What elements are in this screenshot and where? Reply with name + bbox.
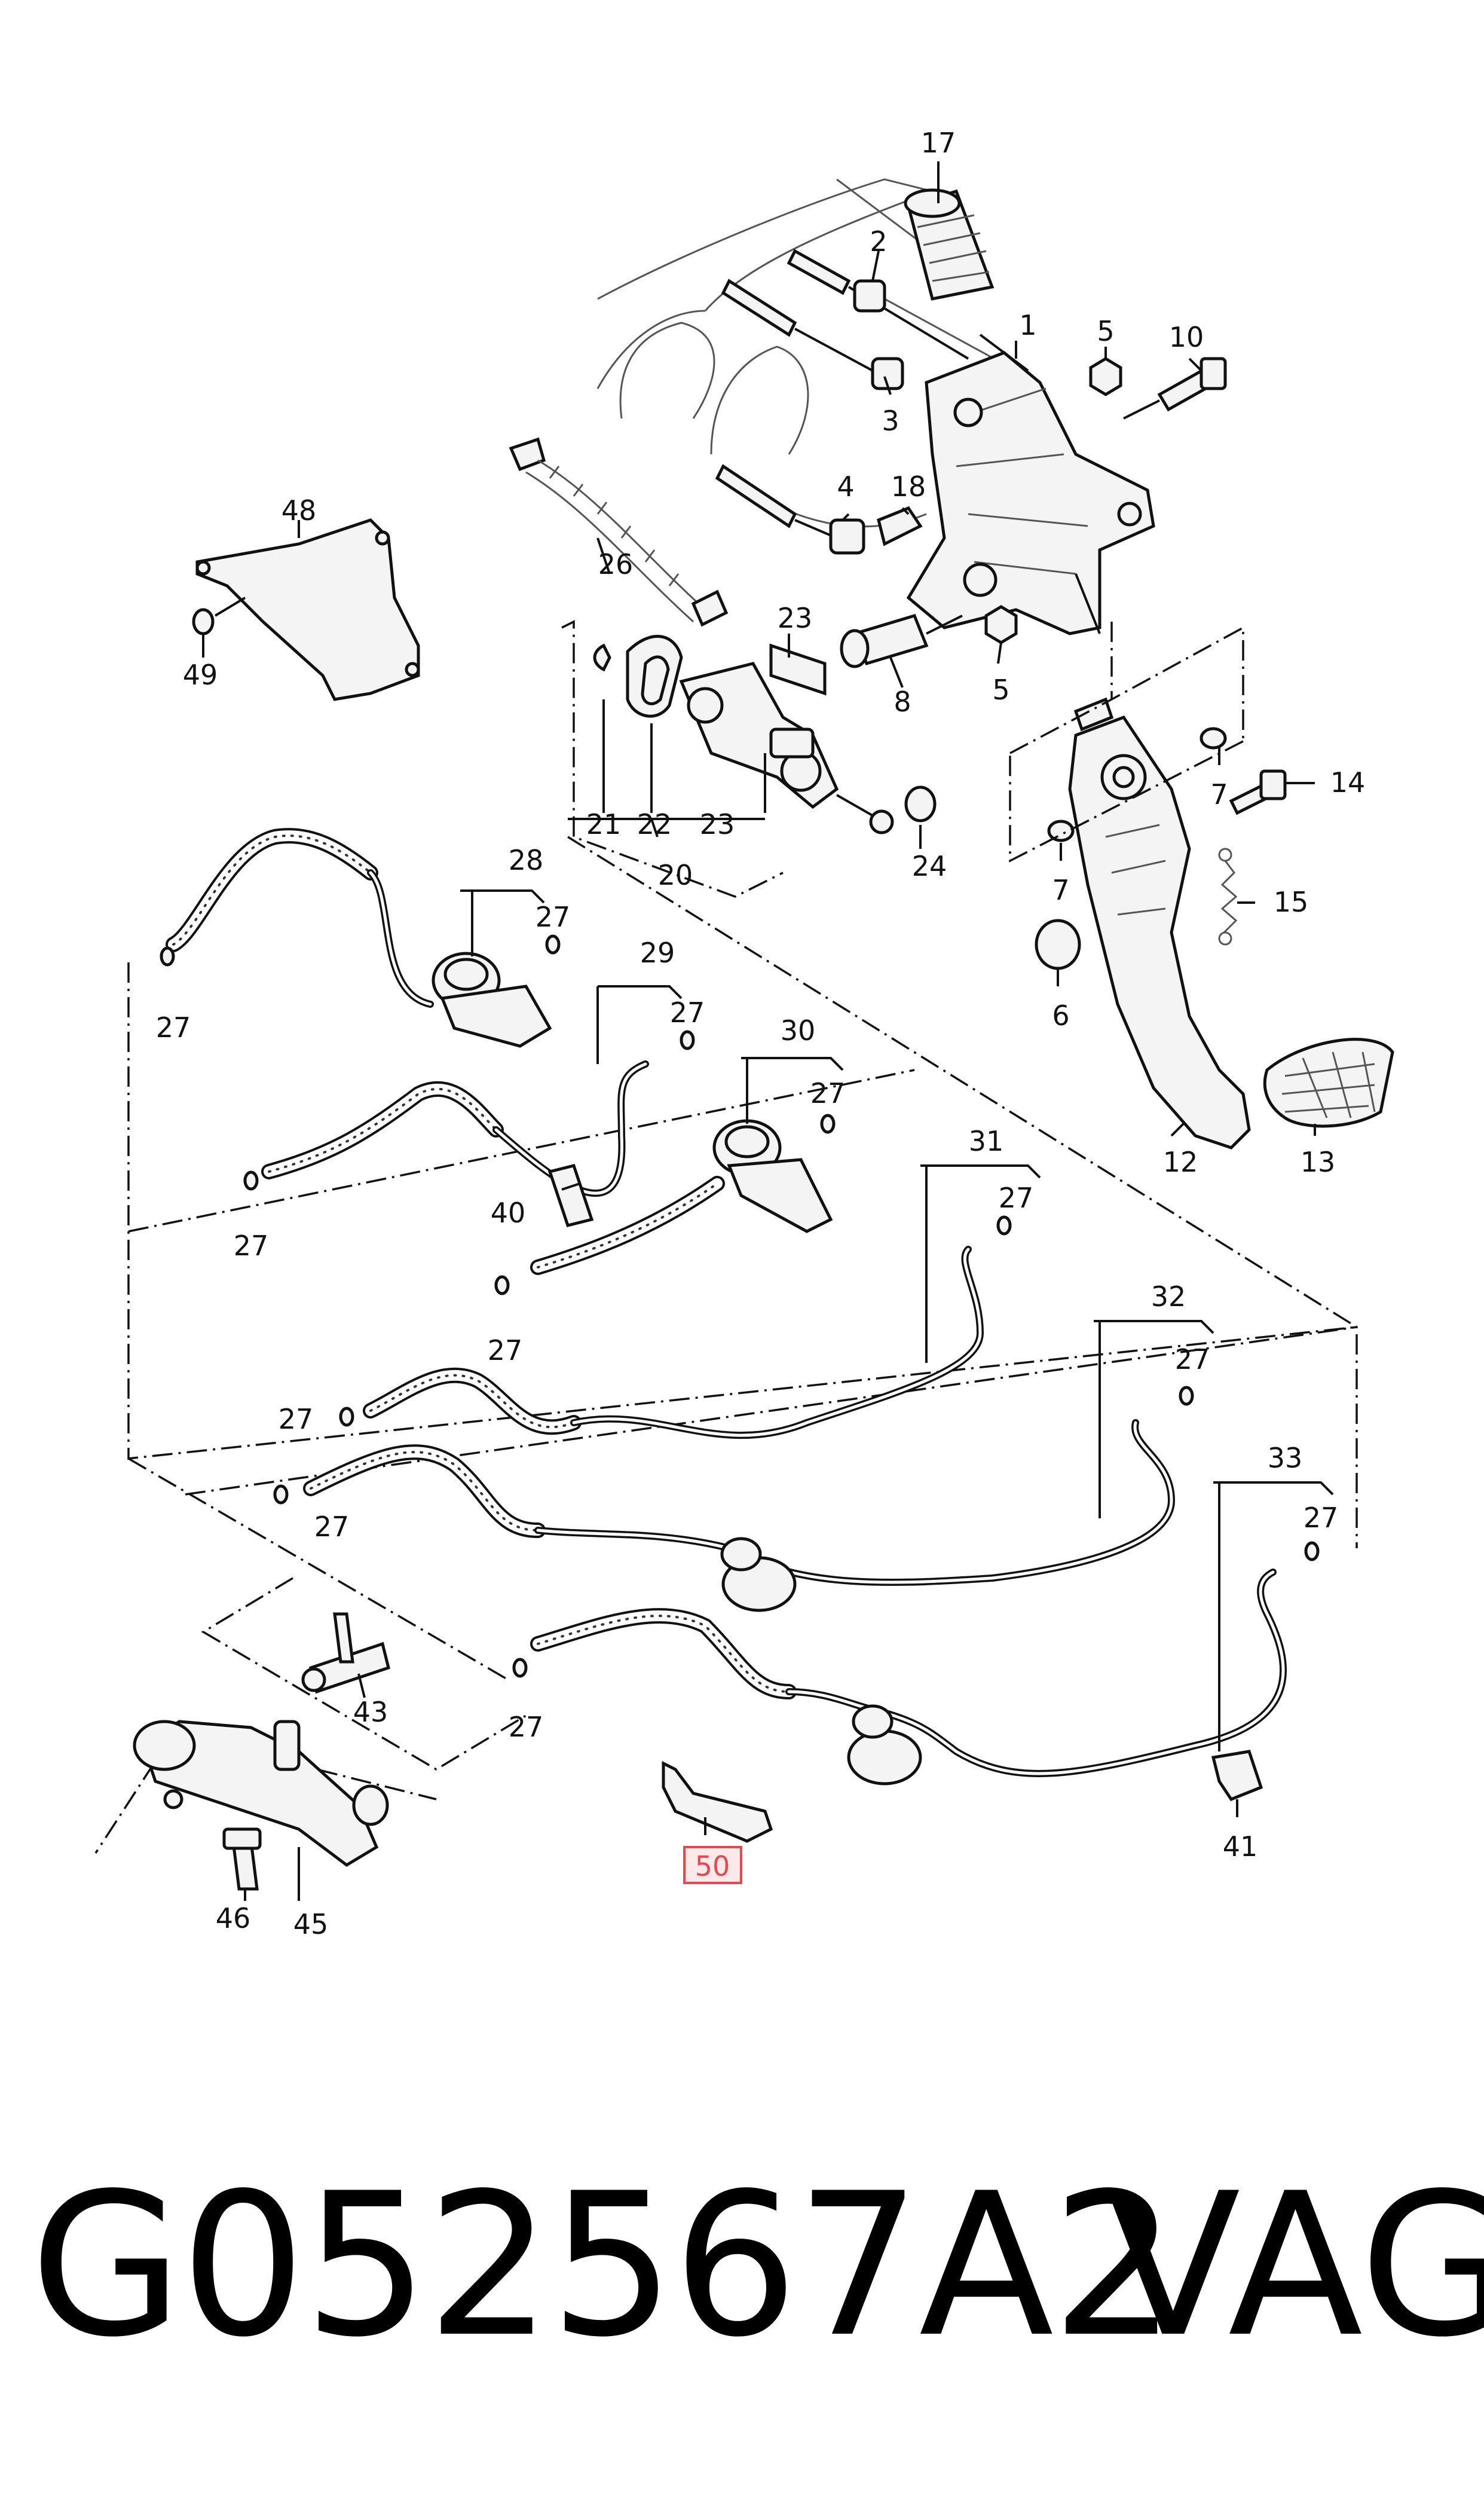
callout-46: 46: [216, 1902, 251, 1934]
callout-13: 13: [1301, 1146, 1336, 1178]
part-48-bracket: [195, 518, 420, 701]
callout-50: 50: [695, 1850, 730, 1882]
callout-48: 48: [281, 494, 317, 527]
part-46-bolt: [222, 1827, 262, 1891]
callout-2: 2: [870, 225, 887, 258]
part-45-cylinder: [133, 1720, 389, 1867]
callout-4: 4: [837, 470, 854, 503]
callout-24: 24: [912, 850, 947, 882]
o-rings-27: [160, 934, 1320, 1678]
callout-30: 30: [781, 1014, 816, 1047]
callout-29: 29: [640, 937, 675, 969]
callout-27-l: 27: [509, 1711, 544, 1743]
callout-3: 3: [882, 405, 899, 437]
part-20-master-cylinder: [593, 635, 937, 834]
part-13-pedal-pad: [1263, 1038, 1394, 1128]
part-number: G052567A2: [30, 2151, 1177, 2380]
callout-27-c: 27: [670, 996, 705, 1029]
callout-27-g: 27: [488, 1334, 523, 1366]
part-10-bolt: [1123, 357, 1227, 420]
callout-28: 28: [509, 844, 544, 876]
callout-7b: 7: [1052, 874, 1069, 906]
callout-27-b: 27: [156, 1011, 191, 1044]
callout-10: 10: [1169, 321, 1204, 353]
callout-43: 43: [353, 1696, 388, 1728]
callout-33: 33: [1268, 1442, 1303, 1474]
slave-cylinder-30: [712, 1119, 833, 1233]
caption: G052567A2 VAG: [30, 2151, 1484, 2380]
callout-20: 20: [658, 859, 693, 891]
callout-50-highlight: [683, 1846, 742, 1884]
callout-7: 7: [1210, 778, 1228, 811]
part-8-switch: [840, 613, 963, 668]
callout-18: 18: [891, 470, 926, 503]
slave-cylinder-28: [432, 952, 552, 1048]
part-26-boot: [509, 437, 729, 627]
callout-40: 40: [491, 1197, 526, 1229]
part-49-clip: [192, 597, 246, 635]
callout-45: 45: [293, 1908, 329, 1940]
callout-14: 14: [1330, 766, 1366, 799]
part-5-nuts: [984, 357, 1122, 644]
part-50-tube: [662, 1760, 773, 1843]
part-7-bushings: [1047, 727, 1227, 842]
part-41-clip: [1211, 1750, 1263, 1802]
callout-27-j: 27: [314, 1511, 350, 1543]
leader-lines: [202, 161, 1334, 1901]
callout-8: 8: [894, 686, 911, 718]
callout-21: 21: [586, 808, 622, 840]
callout-27-h: 27: [1175, 1343, 1210, 1375]
callout-27-k: 27: [1304, 1502, 1339, 1534]
parts-diagram: 17 2 1 5 10 3 4 18 48 26 23 8 5 49 21 22…: [94, 127, 1394, 1940]
part-17: [904, 188, 995, 301]
callout-1: 1: [1019, 309, 1036, 341]
callout-49: 49: [183, 659, 218, 691]
callout-23b: 23: [700, 808, 735, 840]
callout-27-i: 27: [279, 1403, 314, 1435]
callout-15: 15: [1274, 886, 1309, 918]
hose-lines: [166, 828, 1287, 1777]
callout-5: 5: [1097, 315, 1114, 347]
brand-name: VAG: [1106, 2151, 1484, 2380]
part-14-bolt: [1229, 769, 1287, 815]
part-6-plug: [1035, 919, 1081, 970]
callout-27-d: 27: [810, 1077, 846, 1109]
studs-and-bushings: [715, 249, 969, 555]
callout-26: 26: [598, 548, 634, 580]
part-15-spring: [1218, 848, 1238, 946]
callout-32: 32: [1151, 1280, 1186, 1313]
callout-41: 41: [1223, 1830, 1258, 1863]
callout-27-e: 27: [999, 1182, 1034, 1214]
part-43-t-piece: [301, 1612, 390, 1694]
callout-27-f: 27: [234, 1230, 269, 1262]
callout-31: 31: [969, 1125, 1004, 1157]
line-fittings: [720, 1537, 922, 1786]
callout-23: 23: [778, 602, 813, 634]
callout-6: 6: [1052, 999, 1069, 1032]
part-40-clip: [547, 1164, 594, 1227]
callout-labels: 17 2 1 5 10 3 4 18 48 26 23 8 5 49 21 22…: [156, 127, 1366, 1940]
callout-17: 17: [921, 127, 956, 159]
callout-22: 22: [637, 808, 672, 840]
part-12-pedal: [1068, 697, 1251, 1150]
callout-5b: 5: [992, 674, 1009, 706]
part-1-pedal-bracket: [906, 351, 1155, 635]
part-18-clip: [877, 506, 923, 546]
callout-27-a: 27: [536, 901, 571, 933]
callout-12: 12: [1163, 1146, 1198, 1178]
